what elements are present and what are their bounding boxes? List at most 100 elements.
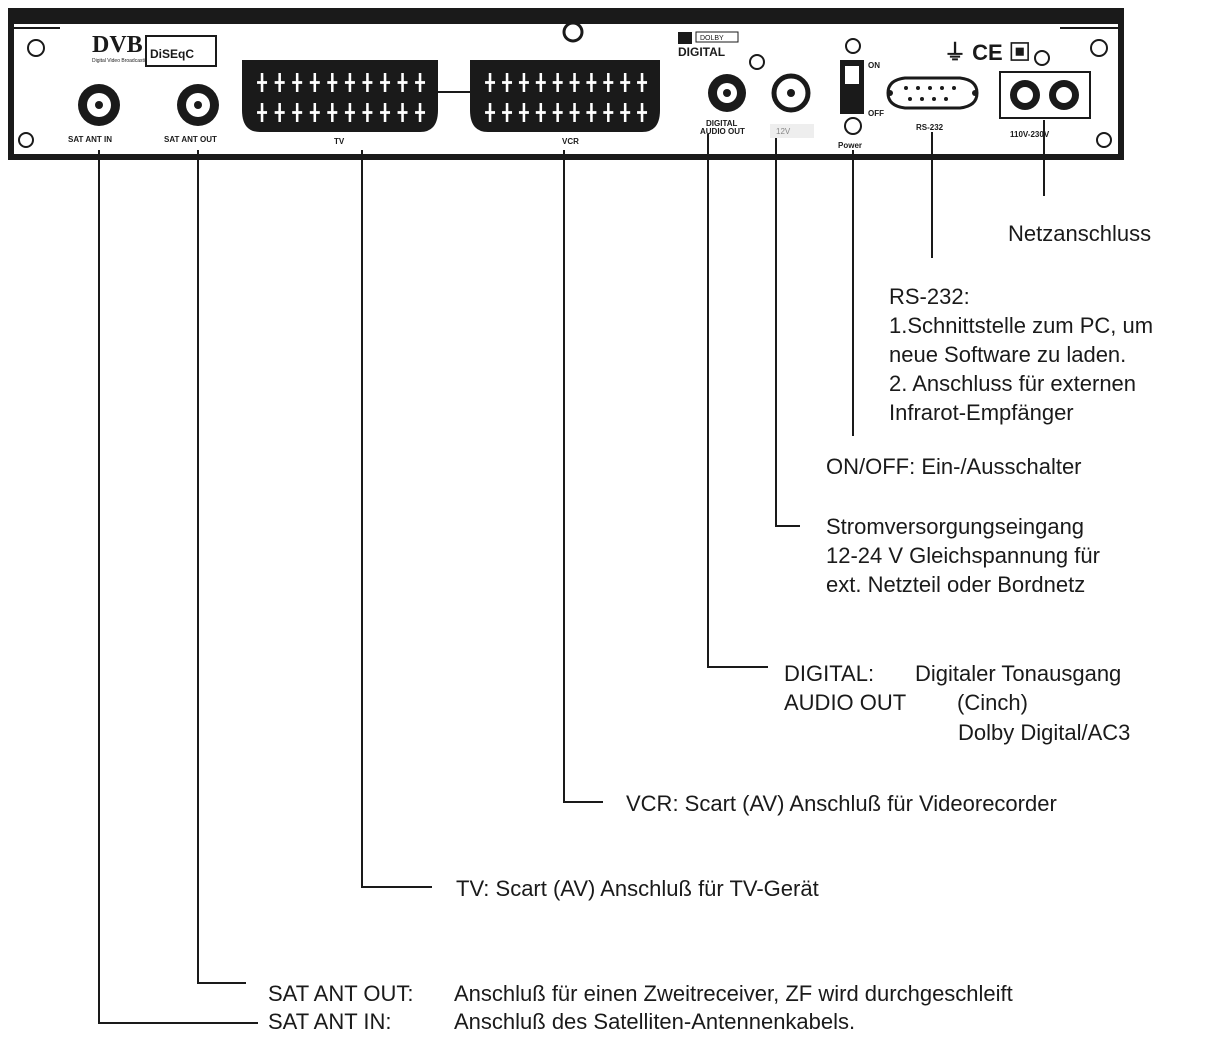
scart-pin: ╋ — [552, 102, 563, 122]
callout-vcr: VCR: Scart (AV) Anschluß für Videorecord… — [626, 791, 1057, 816]
dvb-logo: DVB Digital Video Broadcasting — [92, 32, 151, 64]
panel-indicator-hole — [749, 54, 765, 70]
diseqc-logo: DiSEqC — [145, 35, 217, 67]
scart-pin: ╋ — [326, 72, 337, 92]
rs232-pin — [932, 97, 936, 101]
rs232-pin — [952, 86, 956, 90]
scart-pin: ╋ — [501, 102, 512, 122]
dolby-logo-top: DOLBY — [700, 35, 724, 42]
scart-pin: ╋ — [619, 72, 630, 92]
rs232-line-2: 1.Schnittstelle zum PC, um — [889, 313, 1154, 338]
callout-dolby-desc: Dolby Digital/AC3 — [958, 720, 1131, 745]
callout-sat-ant-out-key: SAT ANT OUT: — [268, 981, 414, 1006]
dolby-logo: DOLBY DIGITAL — [678, 31, 739, 59]
scart-pin: ╋ — [569, 102, 580, 122]
scart-pin: ╋ — [256, 102, 267, 122]
rs232-pin — [908, 97, 912, 101]
power-switch: ON OFF Power — [838, 38, 884, 150]
scart-pin: ╋ — [414, 102, 425, 122]
diseqc-logo-text: DiSEqC — [150, 47, 194, 61]
scart-pin: ╋ — [379, 72, 390, 92]
rs232-line-3: neue Software zu laden. — [889, 342, 1127, 367]
sat-ant-in-connector: SAT ANT IN — [68, 84, 120, 144]
dvb-logo-text: DVB — [92, 32, 143, 58]
scart-pin: ╋ — [636, 102, 647, 122]
scart-pin: ╋ — [291, 102, 302, 122]
scart-pin: ╋ — [552, 72, 563, 92]
dvb-logo-subtext: Digital Video Broadcasting — [92, 58, 151, 64]
rs232-connector: RS-232 — [886, 76, 979, 132]
scart-pin: ╋ — [535, 72, 546, 92]
scart-pin: ╋ — [518, 72, 529, 92]
scart-pin: ╋ — [274, 72, 285, 92]
scart-pin: ╋ — [484, 72, 495, 92]
scart-pin: ╋ — [586, 102, 597, 122]
switch-on-label: ON — [868, 61, 880, 70]
strom-line-2: 12-24 V Gleichspannung für — [826, 543, 1100, 568]
scart-pin: ╋ — [619, 102, 630, 122]
mains-label: 110V-230V — [1010, 130, 1050, 139]
leader-lines — [98, 120, 1045, 1024]
callout-digital-key: DIGITAL: — [784, 661, 875, 686]
scart-pin: ╋ — [344, 102, 355, 122]
tv-label: TV — [334, 137, 345, 146]
scart-pin: ╋ — [274, 102, 285, 122]
scart-pin: ╋ — [535, 102, 546, 122]
vcr-label: VCR — [562, 137, 579, 146]
scart-pin: ╋ — [326, 102, 337, 122]
scart-pin: ╋ — [397, 72, 408, 92]
strom-line-3: ext. Netzteil oder Bordnetz — [826, 572, 1086, 597]
leader-tv — [361, 150, 432, 888]
callout-digital-desc: Digitaler Tonausgang — [915, 661, 1122, 686]
strom-line-1: Stromversorgungseingang — [826, 514, 1085, 539]
callout-audio-out-desc: (Cinch) — [957, 690, 1028, 715]
scart-pin: ╋ — [344, 72, 355, 92]
scart-pin: ╋ — [379, 102, 390, 122]
callout-netzanschluss: Netzanschluss — [1008, 221, 1152, 246]
rs232-pin — [904, 86, 908, 90]
dolby-logo-main: DIGITAL — [678, 45, 725, 59]
rs232-line-5: Infrarot-Empfänger — [889, 400, 1074, 425]
power-label: Power — [838, 141, 862, 150]
scart-pin: ╋ — [414, 72, 425, 92]
rs232-pin — [916, 86, 920, 90]
rs232-pin — [940, 86, 944, 90]
scart-pin: ╋ — [397, 102, 408, 122]
scart-pin: ╋ — [256, 72, 267, 92]
rs232-pin — [920, 97, 924, 101]
scart-pin: ╋ — [309, 72, 320, 92]
leader-sat-ant-in — [98, 150, 258, 1024]
callout-stromversorgung: Stromversorgungseingang 12-24 V Gleichsp… — [826, 512, 1100, 599]
scart-pin: ╋ — [569, 72, 580, 92]
scart-pin: ╋ — [501, 72, 512, 92]
digital-audio-out-label-1: DIGITAL — [706, 119, 738, 128]
rs232-pin — [928, 86, 932, 90]
dc-in-label: 12V — [776, 127, 791, 136]
digital-audio-out-connector: DIGITAL AUDIO OUT — [700, 74, 746, 136]
scart-pin: ╋ — [362, 102, 373, 122]
scart-pin: ╋ — [309, 102, 320, 122]
rs232-line-1: RS-232: — [889, 284, 970, 309]
sat-ant-in-label: SAT ANT IN — [68, 135, 112, 144]
callout-sat-ant-in-desc: Anschluß des Satelliten-Antennenkabels. — [454, 1009, 856, 1034]
callout-rs232: RS-232: 1.Schnittstelle zum PC, um neue … — [889, 282, 1153, 427]
scart-pin: ╋ — [636, 72, 647, 92]
scart-pin: ╋ — [291, 72, 302, 92]
sat-ant-out-connector: SAT ANT OUT — [164, 84, 219, 144]
rs232-pin — [944, 97, 948, 101]
scart-pin: ╋ — [518, 102, 529, 122]
leader-digital-audio-out — [707, 134, 768, 668]
leader-vcr — [563, 150, 603, 803]
scart-pin: ╋ — [586, 72, 597, 92]
scart-pin: ╋ — [602, 72, 613, 92]
callout-onoff: ON/OFF: Ein-/Ausschalter — [826, 454, 1082, 479]
tv-scart-connector: ╋ ╋ ╋ ╋ ╋ ╋ ╋ ╋ ╋ ╋ ╋ ╋ ╋ ╋ ╋ ╋ ╋ ╋ ╋ ╋ TV — [242, 60, 438, 146]
scart-pin: ╋ — [362, 72, 373, 92]
rs232-line-4: 2. Anschluss für externen — [889, 371, 1137, 396]
dc-in-connector: 12V — [770, 73, 814, 138]
vcr-scart-connector: ╋╋╋╋╋╋╋╋╋╋╋╋╋╋╋╋╋╋╋╋ VCR — [470, 60, 660, 146]
digital-audio-out-label-2: AUDIO OUT — [700, 127, 745, 136]
callout-tv: TV: Scart (AV) Anschluß für TV-Gerät — [456, 876, 819, 901]
switch-off-label: OFF — [868, 109, 884, 118]
